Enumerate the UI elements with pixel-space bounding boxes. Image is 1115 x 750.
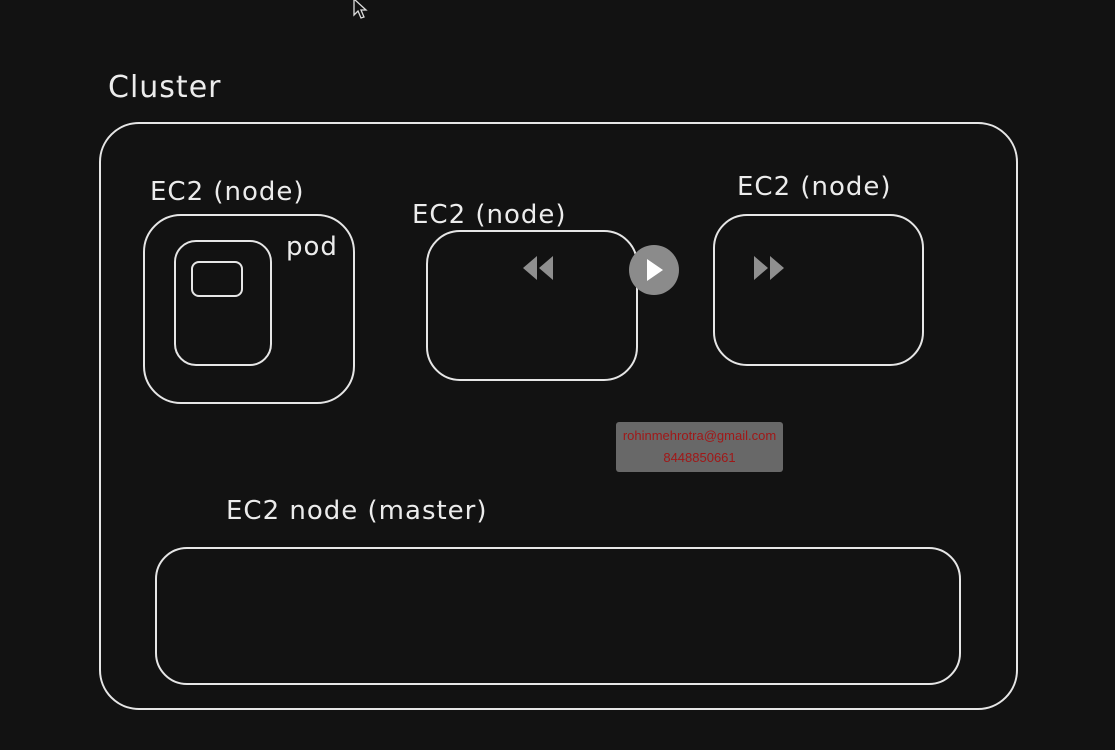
container-box — [191, 261, 243, 297]
play-icon — [647, 259, 663, 281]
rewind-button[interactable] — [516, 250, 560, 286]
fast-forward-button[interactable] — [747, 250, 791, 286]
fast-forward-icon — [754, 256, 784, 280]
node-2-box — [426, 230, 638, 381]
mouse-cursor-icon — [353, 0, 368, 19]
cluster-box — [99, 122, 1018, 710]
watermark-email: rohinmehrotra@gmail.com — [622, 428, 777, 443]
pod-box — [174, 240, 272, 366]
node-3-box — [713, 214, 924, 366]
node-3-label: EC2 (node) — [737, 172, 892, 202]
node-1-label: EC2 (node) — [150, 177, 305, 207]
pod-label: pod — [286, 232, 338, 262]
watermark-phone: 8448850661 — [663, 450, 736, 465]
master-box — [155, 547, 961, 685]
rewind-icon — [523, 256, 553, 280]
node-2-label: EC2 (node) — [412, 200, 567, 230]
cluster-label: Cluster — [108, 70, 222, 105]
node-1-box — [143, 214, 355, 404]
watermark-overlay: rohinmehrotra@gmail.com 8448850661 — [616, 422, 783, 472]
play-button[interactable] — [629, 245, 679, 295]
master-label: EC2 node (master) — [226, 496, 488, 526]
